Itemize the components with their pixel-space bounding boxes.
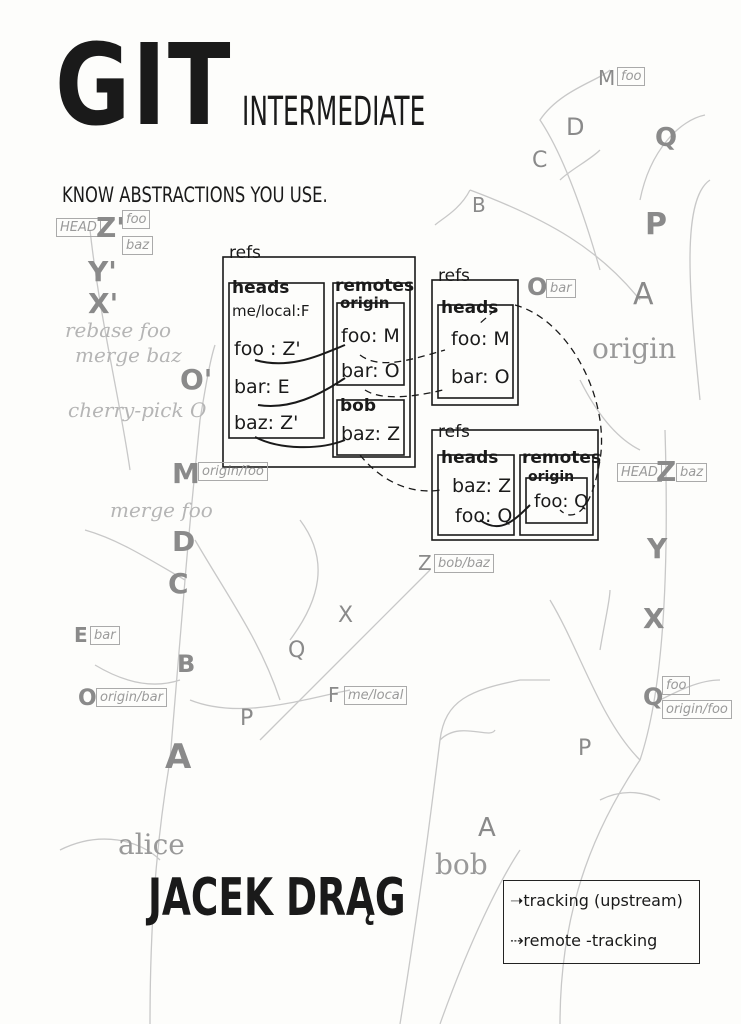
annotation: cherry-pick O — [68, 398, 207, 422]
origin-head-item: bar: O — [451, 366, 510, 388]
ref-tag: foo — [122, 210, 151, 229]
local-heads-label: heads — [232, 278, 290, 298]
repo-label-alice: alice — [118, 828, 185, 861]
ref-tag: bar — [546, 279, 576, 298]
commit-label: D — [172, 525, 196, 558]
commit-label: P — [240, 706, 254, 731]
commit-label: M — [172, 457, 200, 490]
commit-label: P — [578, 736, 592, 761]
ref-tag: origin/foo — [198, 462, 268, 481]
local-head-item: baz: Z' — [234, 412, 299, 434]
commit-label: F — [328, 683, 340, 707]
bob-origin-label: origin — [528, 469, 575, 485]
commit-label: Z — [656, 455, 677, 488]
repo-label-bob: bob — [435, 848, 488, 881]
tagline: KNOW ABSTRACTIONS YOU USE. — [62, 183, 328, 207]
tracking-arrow-baz — [254, 436, 346, 449]
ref-tag: me/local — [344, 686, 408, 705]
commit-label: O — [78, 686, 97, 711]
bob-origin-item: foo: Q — [534, 491, 589, 512]
ref-tag: foo — [662, 676, 691, 695]
local-origin-item: bar: O — [341, 360, 400, 382]
commit-label: E — [74, 623, 88, 647]
ref-tag: origin/bar — [96, 688, 167, 707]
title-intermediate: INTERMEDIATE — [242, 89, 426, 135]
ref-tag: HEAD — [617, 463, 662, 482]
commit-label: M — [598, 66, 616, 90]
solid-arrow-icon: ➝ — [510, 891, 524, 910]
legend-remote-tracking: ⇢remote -tracking — [510, 931, 658, 950]
local-head-item: foo : Z' — [234, 338, 301, 360]
ref-tag: baz — [122, 236, 154, 255]
commit-label: X' — [88, 287, 119, 320]
commit-label: A — [633, 277, 654, 312]
dashed-arrow-icon: ⇢ — [510, 931, 524, 950]
commit-label: Q — [655, 123, 678, 153]
origin-heads-label: heads — [441, 298, 499, 318]
local-origin-label: origin — [340, 294, 390, 312]
commit-label: X — [643, 602, 665, 635]
local-head-item: bar: E — [234, 376, 290, 398]
commit-label: D — [566, 113, 585, 141]
legend: ➝tracking (upstream) ⇢remote -tracking — [503, 880, 700, 964]
commit-label: Q — [643, 683, 664, 711]
repo-label-origin: origin — [592, 332, 677, 365]
annotation: rebase foo — [65, 318, 172, 342]
ref-tag: bob/baz — [434, 554, 494, 573]
commit-label: P — [645, 207, 667, 242]
author-name: JACEK DRĄG — [148, 868, 406, 928]
commit-label: O — [527, 273, 548, 301]
commit-label: B — [177, 650, 196, 678]
commit-label: Z — [418, 551, 432, 575]
commit-label: Z' — [96, 211, 125, 244]
commit-label: B — [472, 193, 486, 217]
tracking-arrow-foo — [254, 344, 346, 365]
ref-tag: bar — [90, 626, 120, 645]
bob-head-item: foo: Q — [455, 505, 513, 527]
commit-label: A — [165, 737, 192, 777]
commit-label: C — [532, 148, 548, 173]
tracking-arrow-bar — [257, 377, 346, 407]
annotation: merge foo — [110, 498, 213, 522]
commit-label: C — [168, 567, 189, 600]
bob-remotes-label: remotes — [522, 448, 602, 468]
origin-refs-label: refs — [438, 266, 470, 286]
commit-label: A — [478, 813, 496, 843]
local-refs-label: refs — [229, 243, 261, 263]
local-bob-label: bob — [340, 396, 377, 416]
commit-label: X — [338, 603, 354, 628]
tracking-arrow-bob-foo — [479, 504, 531, 528]
ref-tag: HEAD — [56, 218, 101, 237]
commit-label: Y' — [88, 255, 117, 288]
commit-label: Y — [647, 532, 668, 565]
local-bob-item: baz: Z — [341, 423, 401, 445]
annotation: merge baz — [75, 343, 182, 367]
bob-heads-label: heads — [441, 448, 499, 468]
commit-label: O' — [180, 363, 213, 396]
commit-label: Q — [288, 638, 306, 663]
ref-tag: origin/foo — [662, 700, 732, 719]
local-origin-item: foo: M — [341, 325, 400, 347]
ref-tag: baz — [676, 463, 708, 482]
local-head-item: me/local:F — [232, 302, 310, 320]
bob-head-item: baz: Z — [452, 475, 512, 497]
bob-refs-label: refs — [438, 422, 470, 442]
ref-tag: foo — [617, 67, 646, 86]
legend-tracking: ➝tracking (upstream) — [510, 891, 683, 910]
origin-head-item: foo: M — [451, 328, 510, 350]
local-remotes-label: remotes — [335, 276, 415, 296]
title-git: GIT — [55, 21, 233, 151]
